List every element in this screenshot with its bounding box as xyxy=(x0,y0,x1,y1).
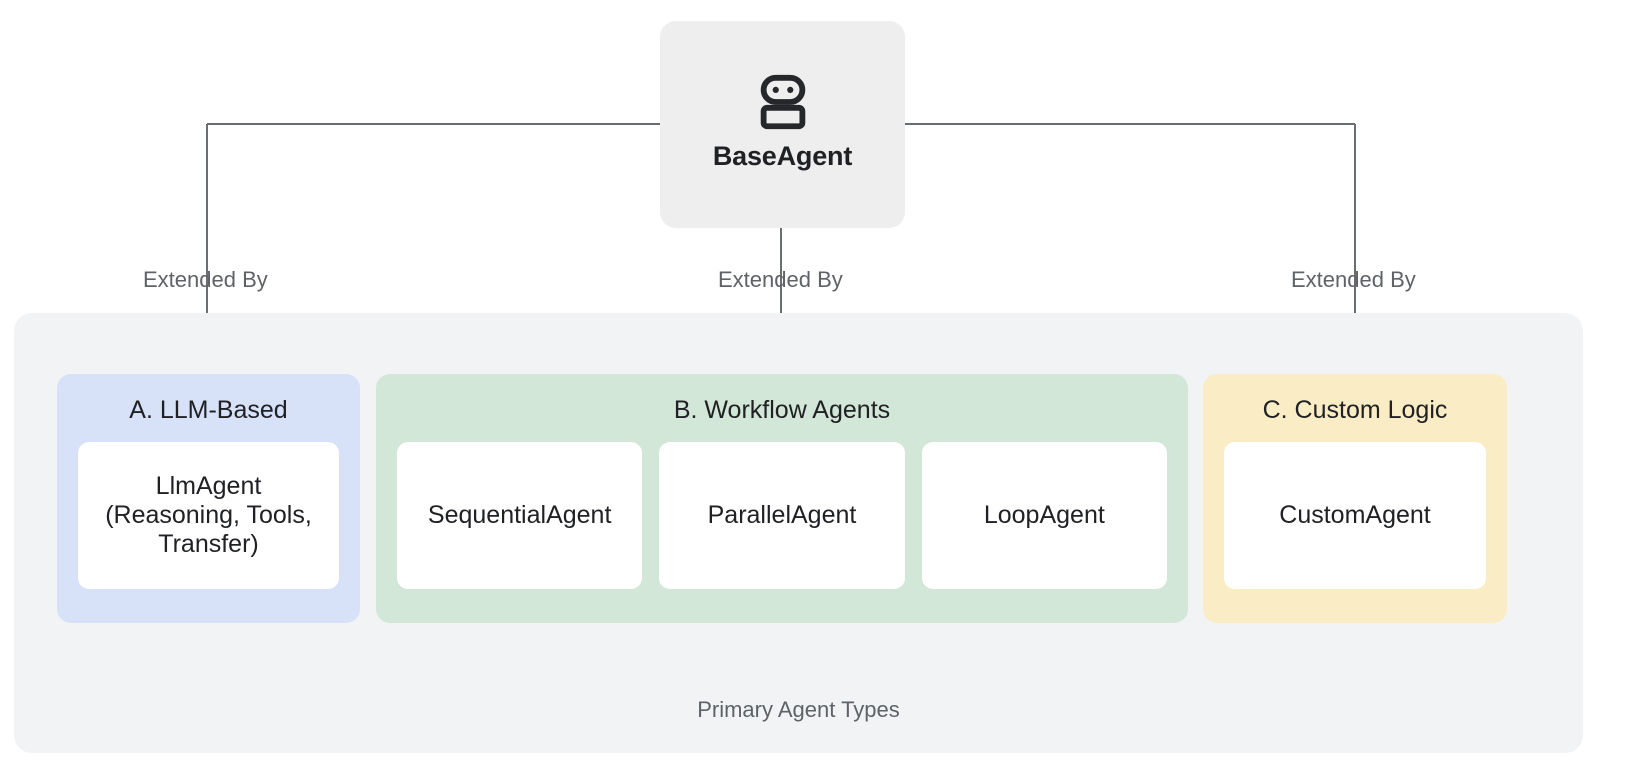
panel-body-llm-based: LlmAgent(Reasoning, Tools,Transfer) xyxy=(57,442,360,610)
edge-label-llm-based: Extended By xyxy=(143,267,268,292)
edge-label-workflow-agents: Extended By xyxy=(718,267,843,292)
agent-card-llmagent[interactable]: LlmAgent(Reasoning, Tools,Transfer) xyxy=(78,442,339,589)
panel-title-workflow-agents: B. Workflow Agents xyxy=(673,396,891,424)
base-agent-node[interactable]: BaseAgent xyxy=(660,21,905,228)
panel-body-custom-logic: CustomAgent xyxy=(1203,442,1507,610)
base-agent-label: BaseAgent xyxy=(712,141,853,171)
panel-body-workflow-agents: SequentialAgent ParallelAgent LoopAgent xyxy=(376,442,1188,610)
panel-workflow-agents[interactable]: B. Workflow Agents SequentialAgent Paral… xyxy=(376,374,1188,623)
panel-title-llm-based: A. LLM-Based xyxy=(129,396,288,424)
robot-icon xyxy=(760,74,805,130)
panel-title-custom-logic: C. Custom Logic xyxy=(1262,396,1448,424)
edge-label-custom-logic: Extended By xyxy=(1291,267,1416,292)
agent-card-parallelagent[interactable]: ParallelAgent xyxy=(659,442,905,589)
agent-card-loopagent[interactable]: LoopAgent xyxy=(921,442,1167,589)
panel-custom-logic[interactable]: C. Custom Logic CustomAgent xyxy=(1203,374,1507,623)
group-caption: Primary Agent Types xyxy=(697,697,900,722)
panel-llm-based[interactable]: A. LLM-Based LlmAgent(Reasoning, Tools,T… xyxy=(57,374,360,623)
agent-card-customagent[interactable]: CustomAgent xyxy=(1224,442,1486,589)
agent-card-sequentialagent[interactable]: SequentialAgent xyxy=(397,442,643,589)
